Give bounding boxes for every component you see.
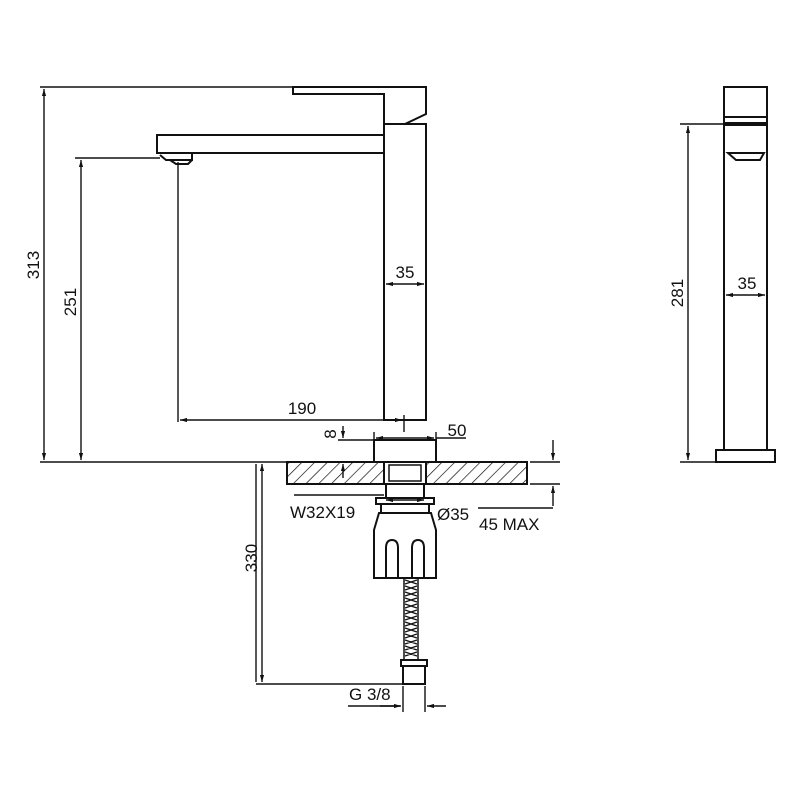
label-base-thickness: 8 [321, 429, 340, 438]
deck-plate [286, 461, 528, 485]
dimension-labels: 313 251 35 190 50 8 W32X19 Ø35 45 MAX 33… [24, 251, 756, 704]
label-base-width: 50 [448, 421, 467, 440]
label-deck-max: 45 MAX [479, 515, 539, 534]
label-side-height: 281 [668, 279, 687, 307]
side-dimension-lines [680, 123, 765, 463]
dimension-lines [40, 86, 560, 712]
braided-hose [400, 577, 428, 685]
label-connection: G 3/8 [349, 685, 391, 704]
front-view [156, 86, 528, 685]
label-hose-length: 330 [242, 544, 261, 572]
label-total-height: 313 [24, 251, 43, 279]
label-hole-diameter: Ø35 [437, 505, 469, 524]
faucet-body [156, 86, 427, 421]
label-thread: W32X19 [290, 503, 355, 522]
label-reach: 190 [288, 399, 316, 418]
base-flange [373, 439, 437, 463]
shank-nut [373, 483, 437, 579]
side-view [715, 86, 776, 463]
label-spout-height: 251 [61, 288, 80, 316]
label-front-body-width: 35 [396, 263, 415, 282]
label-side-body-width: 35 [738, 274, 757, 293]
